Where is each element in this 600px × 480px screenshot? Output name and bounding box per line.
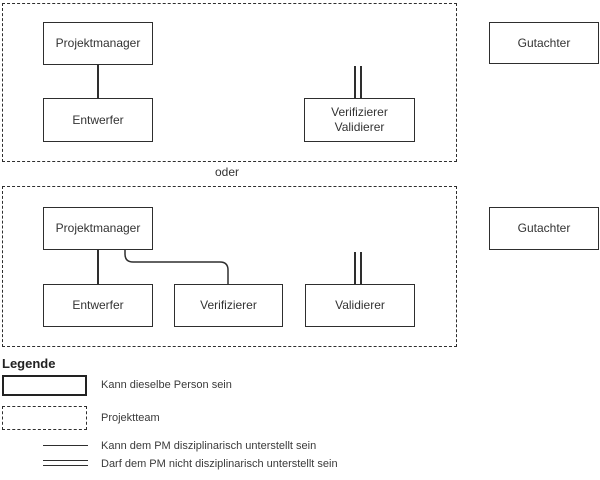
legend-solid-box-symbol [2,375,87,396]
legend-single-line-symbol [43,445,88,446]
gutachter-box-2: Gutachter [489,207,599,250]
double-line-connector-1 [354,66,362,98]
gutachter-label-1: Gutachter [517,35,571,50]
projektmanager-box-1: Projektmanager [43,22,153,65]
verifizierer-label-1: Verifizierer [331,105,388,119]
verifizierer-validierer-box: Verifizierer Validierer [304,98,415,142]
entwerfer-box-1: Entwerfer [43,98,153,142]
legend-item-label: Projektteam [101,412,160,424]
verifizierer-label-2: Verifizierer [200,298,257,312]
entwerfer-label-1: Entwerfer [72,112,124,127]
validierer-box-2: Validierer [305,284,415,327]
verifizierer-box-2: Verifizierer [174,284,283,327]
validierer-label-1: Validierer [334,120,385,134]
projektteam-frame-1 [2,3,457,162]
projektmanager-box-2: Projektmanager [43,207,153,250]
projektteam-frame-2 [2,186,457,347]
legend-title: Legende [2,356,56,371]
legend-item-label: Kann dem PM disziplinarisch unterstellt … [101,440,317,452]
gutachter-label-2: Gutachter [517,221,571,235]
gutachter-box-1: Gutachter [489,22,599,64]
legend-item-label: Darf dem PM nicht disziplinarisch unters… [101,458,338,470]
projektmanager-label-1: Projektmanager [55,36,141,50]
oder-separator: oder [214,165,240,179]
validierer-label-2: Validierer [335,298,385,312]
legend-dashed-box-symbol [2,406,87,430]
pm-entwerfer-connector-1 [97,65,99,98]
projektmanager-label-2: Projektmanager [55,221,141,235]
entwerfer-label-2: Entwerfer [72,298,124,312]
legend-item-label: Kann dieselbe Person sein [101,379,232,391]
legend-double-line-symbol [43,460,88,466]
pm-entwerfer-connector-2 [97,250,99,284]
double-line-connector-2 [354,252,362,284]
entwerfer-box-2: Entwerfer [43,284,153,327]
